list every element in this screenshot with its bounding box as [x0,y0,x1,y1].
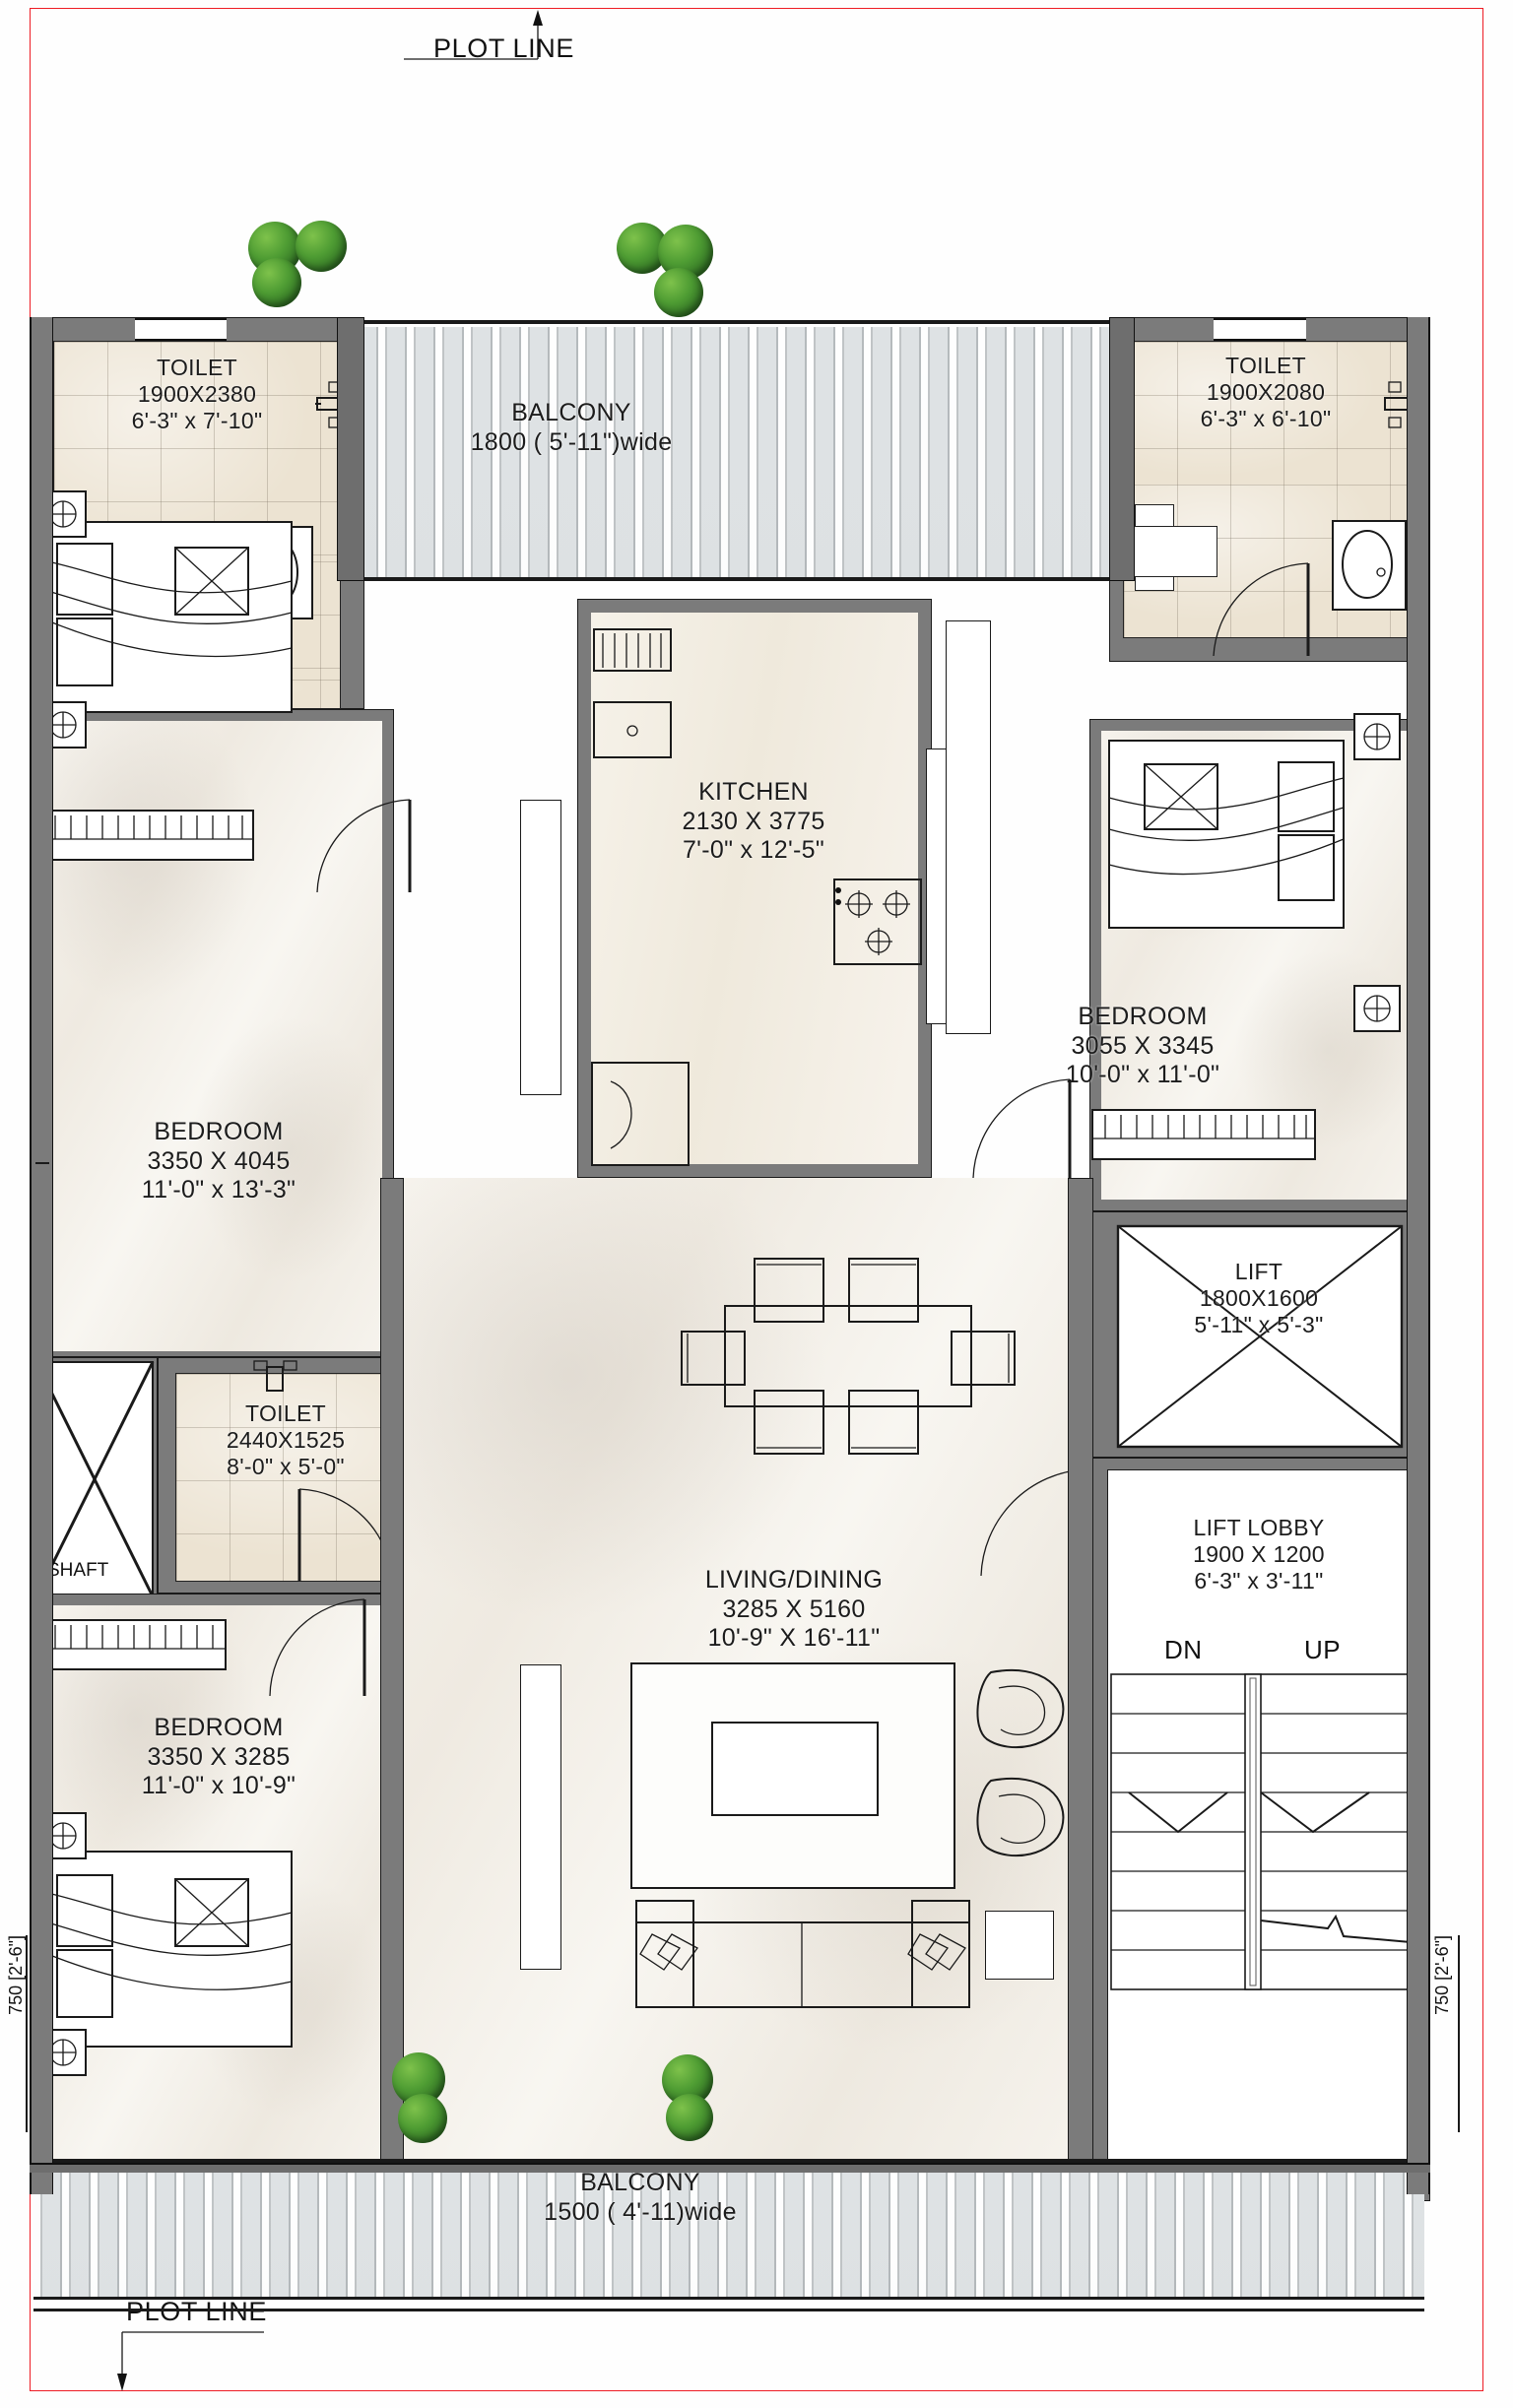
toilet-top-right-floor [1123,341,1409,494]
tv-console [520,1664,561,1970]
staircase [1110,1673,1412,1990]
shaft-label: SHAFT [47,1560,109,1581]
toilet-top-right-window [1214,318,1306,341]
plot-line-label-top: PLOT LINE [433,33,574,63]
living-dining-label: LIVING/DINING 3285 X 5160 10'-9" X 16'-1… [704,1566,884,1652]
plot-line-leader-bottom [117,2331,264,2391]
bed-icon [1108,740,1345,929]
door-swing-icon [972,1078,1072,1179]
side-stool-icon [985,1911,1054,1980]
tree-icon [296,221,347,272]
lift-lobby-label: LIFT LOBBY 1900 X 1200 6'-3" x 3'-11" [1193,1515,1325,1594]
kitchen-label: KITCHEN 2130 X 3775 7'-0" x 12'-5" [682,778,825,864]
living-rug [630,1662,955,1889]
sofa-icon [635,1900,970,2008]
outer-wall-right [1407,317,1430,2194]
tree-icon [252,258,301,307]
wall-segment-top-right [1109,317,1135,581]
sink-icon [593,628,672,672]
balcony-bottom-label: BALCONY 1500 ( 4'-11)wide [544,2169,737,2226]
partition-wall-living-lobby [1068,1178,1093,2163]
outer-wall-left [30,317,53,2194]
toilet-mid-left-label: TOILET 2440X1525 8'-0" x 5'-0" [226,1400,346,1480]
tree-icon [666,2094,713,2141]
outer-wall-bottom [30,2163,1430,2173]
plot-line-leader-top [404,10,543,60]
tree-icon [654,268,703,317]
bed-icon [46,1851,293,2048]
side-table-icon [1353,985,1401,1032]
armchair-icon [976,1669,1065,1749]
bedroom-left-bottom-label: BEDROOM 3350 X 3285 11'-0" x 10'-9" [141,1714,296,1799]
kitchen-floor [591,613,918,1164]
armchair-icon [976,1778,1065,1857]
kitchen-counter [946,620,991,1034]
stair-up-label: UP [1304,1635,1342,1664]
balcony-top-label: BALCONY 1800 ( 5'-11")wide [470,399,673,456]
setback-right-label: 750 [2'-6"] [1432,1935,1452,2015]
setback-left-label: 750 [2'-6"] [6,1935,26,2015]
lift-label: LIFT 1800X1600 5'-11" x 5'-3" [1194,1259,1324,1338]
toilet-top-right-label: TOILET 1900X2080 6'-3" x 6'-10" [1200,353,1332,432]
partition-wall-living-left [380,1178,404,2163]
toilet-top-left-label: TOILET 1900X2380 6'-3" x 7'-10" [131,355,263,434]
bed-icon [46,521,293,713]
dining-set [681,1258,1016,1455]
balcony-bottom-deck [33,2163,1424,2297]
stair-down-label: DN [1164,1635,1203,1664]
door-swing-icon [269,1598,366,1697]
shaft-box [34,1361,155,1597]
sink-basin-icon [593,701,672,758]
bedroom-left-top-label: BEDROOM 3350 X 4045 11'-0" x 13'-3" [141,1118,296,1204]
wardrobe-icon [41,1619,227,1670]
setback-right-dim: 750 [2'-6"] [1430,1935,1464,2132]
wall-segment-top-left [337,317,364,581]
window-band-left-bedroom [35,1162,49,1164]
door-swing-icon [1213,562,1310,657]
door-swing-icon [316,799,412,893]
plot-line-label-bottom: PLOT LINE [126,2297,267,2326]
toilet-top-left-window [135,318,227,341]
wardrobe-icon [41,810,254,861]
stove-icon [833,879,922,965]
lift-shaft-box [1116,1224,1404,1449]
basin-icon [1332,520,1407,611]
side-table-icon [1353,713,1401,760]
fridge-icon [591,1062,690,1166]
setback-left-dim: 750 [2'-6"] [2,1935,32,2132]
coffee-table-icon [711,1722,879,1816]
wardrobe-icon [1091,1109,1316,1160]
tree-icon [398,2094,447,2143]
shower-icon [253,1360,297,1392]
counter-icon [1131,526,1217,577]
kitchen-counter [520,800,561,1095]
bedroom-right-label: BEDROOM 3055 X 3345 10'-0" x 11'-0" [1065,1003,1220,1088]
balcony-top-deck [350,327,1122,578]
